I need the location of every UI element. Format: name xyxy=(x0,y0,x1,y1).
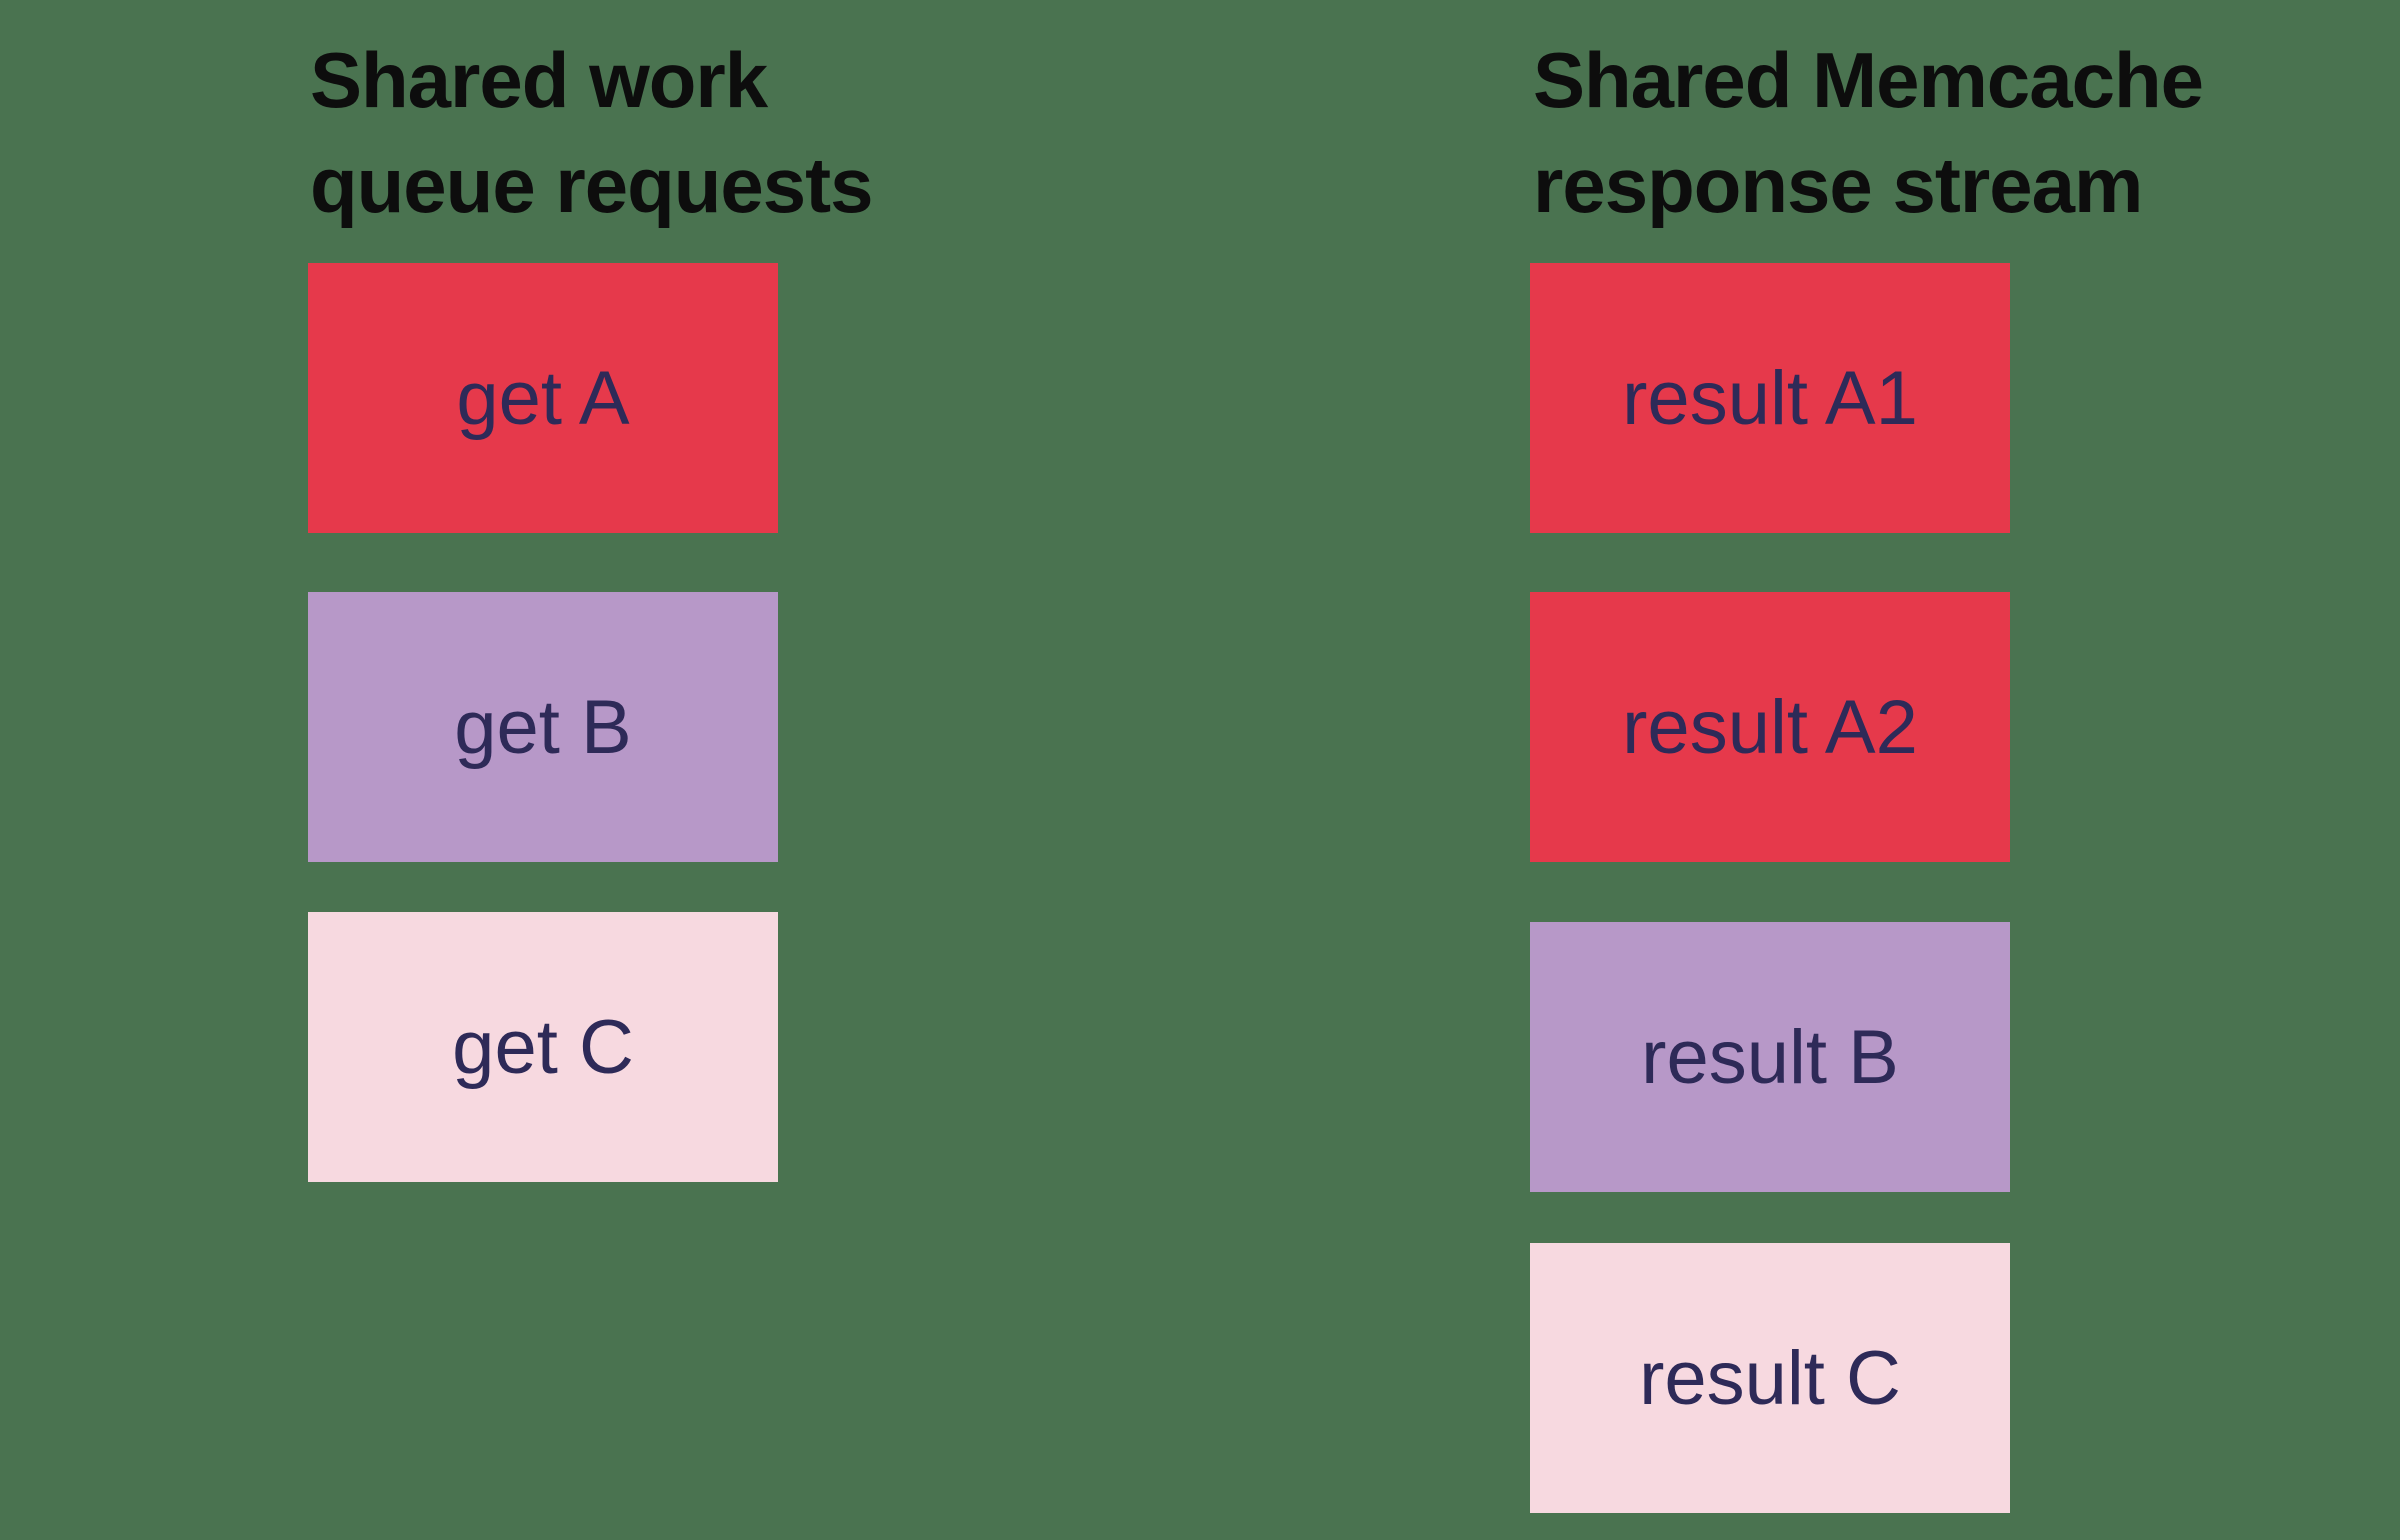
box-get-b: get B xyxy=(308,592,778,862)
right-column-title-line1: Shared Memcache xyxy=(1533,36,2204,124)
right-column-title-line2: response stream xyxy=(1533,141,2143,230)
box-get-a-label: get A xyxy=(456,355,630,441)
box-result-a1: result A1 xyxy=(1530,263,2010,533)
left-column-title-line1: Shared work xyxy=(310,36,768,124)
box-get-b-label: get B xyxy=(454,684,632,770)
box-result-c-label: result C xyxy=(1639,1335,1901,1421)
box-get-c-label: get C xyxy=(452,1004,634,1090)
box-result-a2: result A2 xyxy=(1530,592,2010,862)
left-column-title-line2: queue requests xyxy=(310,141,874,230)
box-result-b: result B xyxy=(1530,922,2010,1192)
left-column-title: Shared work queue requests xyxy=(310,28,874,239)
box-get-a: get A xyxy=(308,263,778,533)
box-result-a2-label: result A2 xyxy=(1622,684,1918,770)
box-result-b-label: result B xyxy=(1641,1014,1899,1100)
box-result-a1-label: result A1 xyxy=(1622,355,1918,441)
box-result-c: result C xyxy=(1530,1243,2010,1513)
right-column-title: Shared Memcache response stream xyxy=(1533,28,2204,239)
box-get-c: get C xyxy=(308,912,778,1182)
